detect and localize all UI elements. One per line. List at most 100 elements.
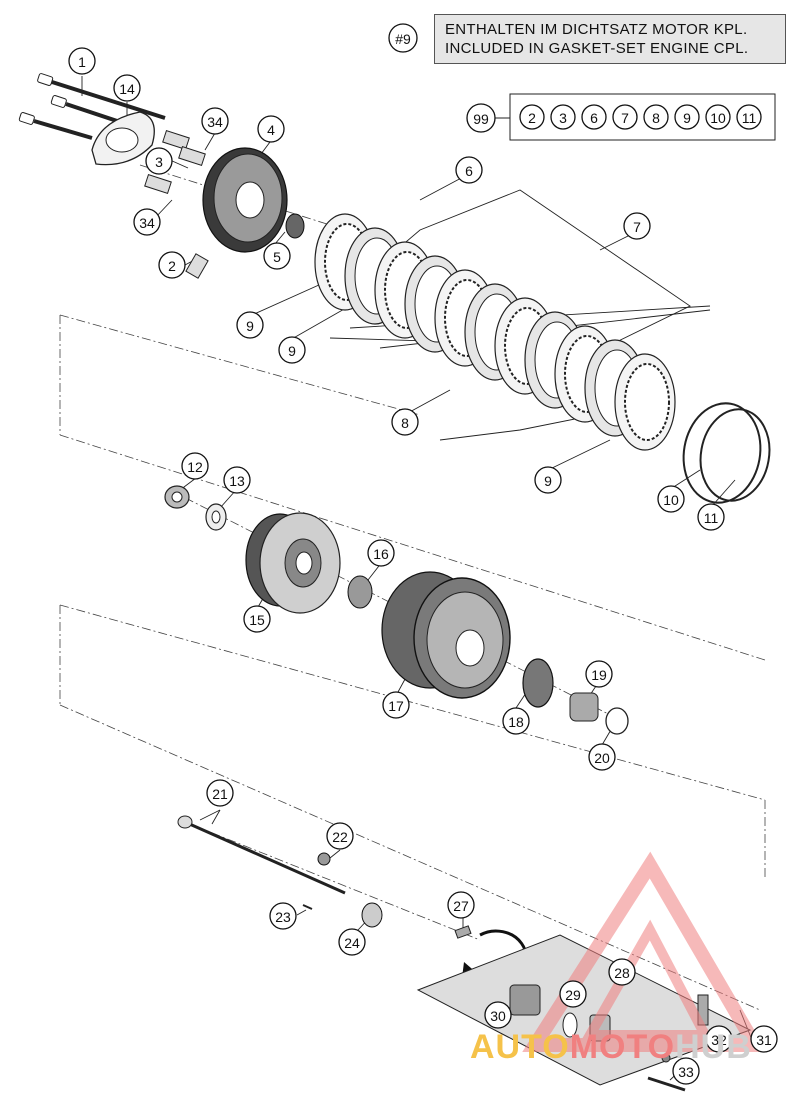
svg-text:14: 14 [119,81,135,97]
callout-9: 9 [278,336,306,364]
nut-part [164,485,190,509]
svg-text:6: 6 [465,163,473,179]
svg-text:3: 3 [155,154,163,170]
note-reference: #9 [388,23,418,53]
svg-text:3: 3 [559,110,567,126]
svg-text:22: 22 [332,829,348,845]
svg-text:29: 29 [565,987,581,1003]
inner-clutch-hub-part [245,512,341,614]
callout-14: 14 [113,74,141,102]
piston-part [361,902,383,928]
svg-text:8: 8 [652,110,660,126]
pin-part [302,904,313,910]
callout-16: 16 [367,539,395,567]
kit-bracket [495,93,776,141]
ring-parts [682,402,771,504]
pressure-plate-part [202,147,288,253]
callout-29: 29 [559,980,587,1008]
callout-15: 15 [243,605,271,633]
svg-text:9: 9 [544,473,552,489]
callout-13: 13 [223,466,251,494]
svg-text:7: 7 [633,219,641,235]
callout-8: 8 [391,408,419,436]
kit-ref-callout: 99 [466,103,496,133]
outer-clutch-basket-part [381,571,511,699]
svg-text:18: 18 [508,714,524,730]
svg-text:4: 4 [267,122,275,138]
shaft-washer-part [605,707,629,735]
callout-19: 19 [585,660,613,688]
watermark-part-moto: MOTO [569,1028,676,1066]
clutch-plate-stack [314,213,676,451]
watermark-triangle-outer [522,851,768,1052]
svg-text:8: 8 [401,415,409,431]
callout-18: 18 [502,707,530,735]
svg-text:9: 9 [683,110,691,126]
svg-text:13: 13 [229,473,245,489]
hub-washer-part [347,575,373,609]
callout-9: 9 [534,466,562,494]
plate-inner-edge [624,363,670,441]
svg-text:9: 9 [246,318,254,334]
callout-9: 9 [236,311,264,339]
svg-text:11: 11 [742,110,757,126]
svg-text:6: 6 [590,110,598,126]
callout-6: 6 [455,156,483,184]
callout-24: 24 [338,928,366,956]
svg-text:10: 10 [710,110,726,126]
kit-item-10: 10 [705,104,731,130]
svg-text:32: 32 [711,1032,727,1048]
callout-12: 12 [181,452,209,480]
plate-hole [105,127,139,153]
svg-text:20: 20 [594,750,610,766]
note-line-german: ENTHALTEN IM DICHTSATZ MOTOR KPL. [445,21,748,38]
callout-4: 4 [257,115,285,143]
thrust-bearing-part [285,213,305,239]
svg-text:10: 10 [663,492,679,508]
callout-5: 5 [263,242,291,270]
note-line-english: INCLUDED IN GASKET-SET ENGINE CPL. [445,40,749,57]
callout-31: 31 [750,1025,778,1053]
svg-text:19: 19 [591,667,607,683]
callout-30: 30 [484,1001,512,1029]
callout-34: 34 [201,107,229,135]
callout-23: 23 [269,902,297,930]
svg-text:99: 99 [473,111,489,127]
parts [18,73,771,1092]
note-ref-callout: #9 [388,23,418,53]
watermark-text: AUTOMOTOHUB [470,1028,752,1067]
washer-part [205,503,227,531]
kit-item-2: 2 [519,104,545,130]
callout-22: 22 [326,822,354,850]
watermark-part-hub: HUB [675,1028,752,1066]
watermark-part-auto: AUTO [470,1028,570,1066]
gasket-set-note: ENTHALTEN IM DICHTSATZ MOTOR KPL. INCLUD… [434,14,786,64]
kit-item-3: 3 [550,104,576,130]
callout-3: 3 [145,147,173,175]
ball-part [317,852,331,866]
callout-34: 34 [133,208,161,236]
kit-item-11: 11 [736,104,762,130]
callout-10: 10 [657,485,685,513]
callout-11: 11 [697,503,725,531]
svg-text:15: 15 [249,612,265,628]
svg-text:5: 5 [273,249,281,265]
callout-32: 32 [705,1025,733,1053]
callout-21: 21 [206,779,234,807]
svg-text:24: 24 [344,935,360,951]
callout-27: 27 [447,891,475,919]
svg-text:34: 34 [207,114,223,130]
svg-text:7: 7 [621,110,629,126]
svg-text:#9: #9 [395,31,411,47]
callout-33: 33 [672,1057,700,1085]
svg-text:11: 11 [704,510,719,526]
kit-item-9: 9 [674,104,700,130]
kit-item-8: 8 [643,104,669,130]
svg-text:9: 9 [288,343,296,359]
callout-1: 1 [68,47,96,75]
needle-bearing-part [569,692,599,722]
